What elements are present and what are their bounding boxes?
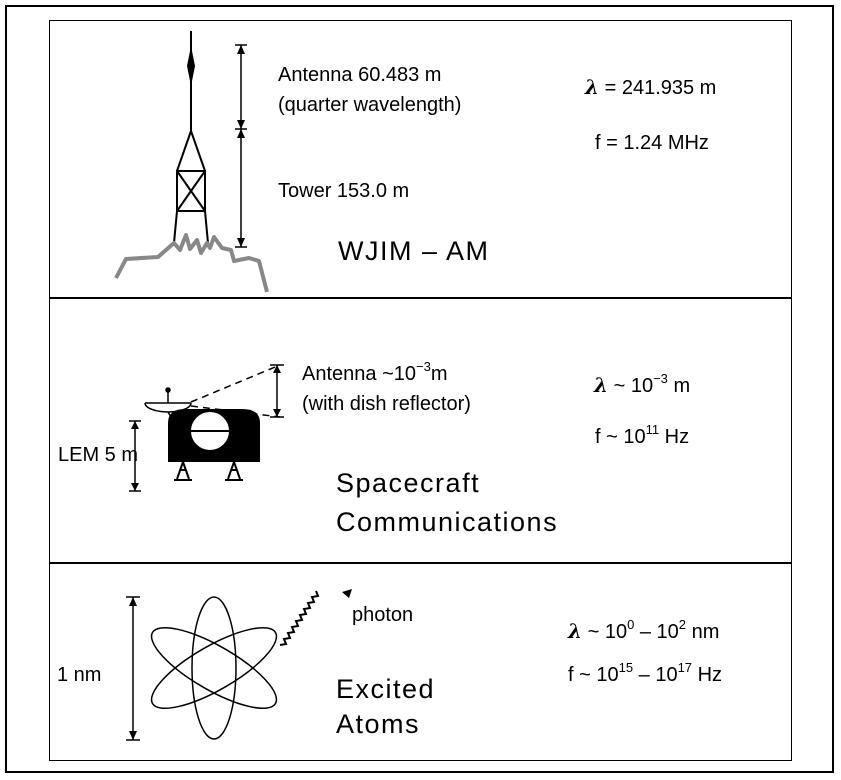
frequency-value: f = 1.24 MHz: [595, 132, 709, 154]
atom-drawing: [126, 589, 352, 741]
dimension-arrowheads: [237, 45, 245, 247]
antenna-suffix: m: [430, 363, 448, 385]
frequency-mid: – 10: [633, 664, 678, 686]
figure-frame: [5, 5, 834, 773]
lem-size-label: LEM 5 m: [58, 444, 139, 466]
wavelength-prefix: ~ 10: [613, 375, 654, 397]
frequency-prefix: f ~ 10: [595, 426, 646, 448]
frequency-prefix: f ~ 10: [568, 664, 619, 686]
wavelength-exponent-2: 2: [678, 617, 687, 632]
panel-title-spacecraft-line2: Communications: [336, 507, 559, 537]
tower-icon: [173, 130, 209, 244]
frequency-exponent: 11: [645, 422, 660, 437]
wavelength-prefix: ~ 10: [587, 621, 628, 643]
dish-antenna-icon: [144, 387, 192, 423]
atom-orbits-icon: [150, 596, 278, 740]
lambda-symbol: λ: [594, 373, 609, 397]
wavelength-value: λ = 241.935 m: [585, 75, 716, 100]
panel-spacecraft: Antenna ~10−3m (with dish reflector) LEM…: [49, 297, 792, 564]
lunar-module-icon: [168, 409, 260, 481]
panel-title-atoms-line1: Excited: [336, 674, 436, 704]
atom-wavelength-value: λ ~ 100 – 102 nm: [568, 617, 720, 644]
wavelength-exponent-1: 0: [627, 617, 635, 632]
panel-atoms: photon 1 nm Excited Atoms λ ~ 100 – 102 …: [49, 562, 792, 761]
wavelength-mid: – 10: [634, 621, 679, 643]
photon-label: photon: [352, 604, 414, 626]
height-dimension-arrows: [235, 44, 247, 248]
antenna-note-label: (quarter wavelength): [278, 94, 462, 116]
radio-tower-drawing: [114, 31, 269, 293]
tower-height-label: Tower 153.0 m: [278, 180, 410, 202]
frequency-exponent-2: 17: [677, 660, 693, 675]
antenna-exponent: −3: [416, 359, 431, 374]
wavelength-suffix: nm: [686, 621, 720, 643]
lambda-symbol: λ: [568, 619, 583, 643]
spacecraft-wavelength-value: λ ~ 10−3 m: [594, 371, 691, 398]
panel-radio-station: Antenna 60.483 m (quarter wavelength) To…: [49, 20, 792, 299]
wavelength-suffix: m: [667, 375, 691, 397]
lem-drawing: [129, 364, 284, 492]
wavelength-text: = 241.935 m: [604, 77, 717, 99]
wavelength-exponent: −3: [653, 371, 668, 386]
frequency-suffix: Hz: [659, 426, 690, 448]
atom-size-label: 1 nm: [57, 664, 102, 686]
dish-reflector-label: (with dish reflector): [302, 393, 471, 415]
atom-frequency-value: f ~ 1015 – 1017 Hz: [568, 660, 723, 687]
spacecraft-frequency-value: f ~ 1011 Hz: [595, 422, 690, 449]
frequency-suffix: Hz: [692, 664, 723, 686]
radio-beam-lines: [190, 364, 281, 418]
panel-title-atoms-line2: Atoms: [336, 709, 421, 739]
antenna-spike-icon: [187, 31, 195, 131]
panel-title-spacecraft-line1: Spacecraft: [336, 468, 481, 498]
ground-terrain-icon: [114, 233, 269, 293]
atom-size-dimension-arrow: [126, 596, 140, 741]
panel-title-wjim: WJIM – AM: [338, 236, 490, 266]
lambda-symbol: λ: [585, 75, 600, 99]
spacecraft-antenna-label: Antenna ~10−3m: [302, 359, 448, 386]
antenna-length-label: Antenna 60.483 m: [278, 64, 442, 86]
frequency-exponent-1: 15: [618, 660, 634, 675]
antenna-prefix: Antenna ~10: [302, 363, 416, 385]
photon-arrow-icon: [279, 589, 352, 646]
